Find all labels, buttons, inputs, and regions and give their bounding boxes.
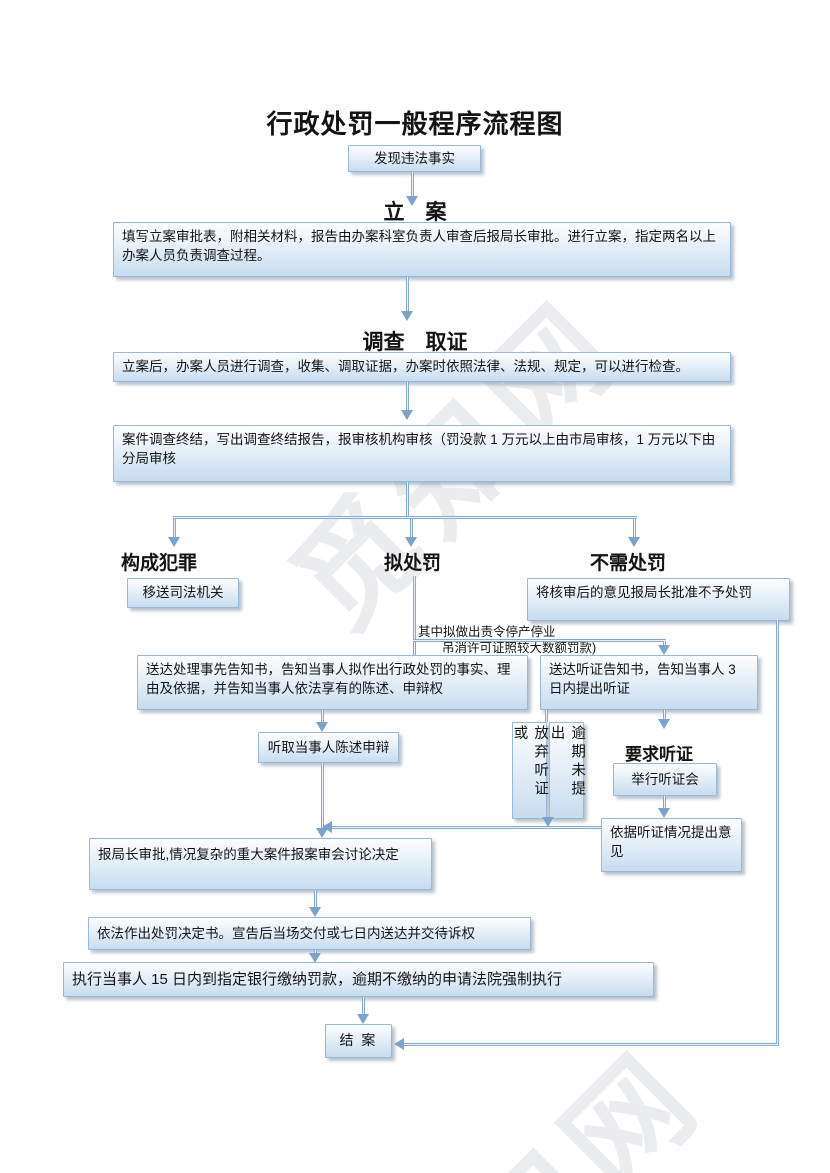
arrow-down-icon: [309, 907, 321, 917]
connector-line: [663, 710, 666, 720]
node-transfer-judicial: 移送司法机关: [127, 578, 239, 608]
node-no-penalty-approval: 将核审后的意见报局长批准不予处罚: [527, 578, 790, 621]
arrow-down-icon: [405, 537, 417, 547]
heading-investigate: 调查 取证: [362, 331, 468, 354]
node-hearing-opinion: 依据听证情况提出意见: [601, 818, 742, 872]
arrow-down-icon: [542, 817, 554, 827]
arrow-left-icon: [322, 821, 332, 833]
node-conclude: 案件调查终结，写出调查终结报告，报审核机构审核（罚没款 1 万元以上由市局审核，…: [113, 425, 731, 482]
arrow-down-icon: [316, 722, 328, 732]
arrow-down-icon: [357, 1014, 369, 1024]
arrow-down-icon: [168, 537, 180, 547]
arrow-down-icon: [658, 645, 670, 655]
connector-line: [413, 576, 416, 655]
connector-line: [314, 890, 317, 908]
node-hold-hearing: 举行听证会: [613, 763, 717, 796]
connector-line: [663, 641, 666, 647]
connector-line: [321, 710, 324, 724]
note-line2: 吊消许可证照较大数额罚款): [442, 641, 597, 655]
heading-proposed-penalty: 拟处罚: [384, 553, 442, 574]
connector-line: [332, 826, 601, 829]
connector-line: [411, 172, 414, 198]
heading-file-case: 立 案: [383, 201, 447, 224]
connector-line: [406, 382, 409, 412]
connector-line: [406, 482, 409, 518]
connector-line: [413, 639, 666, 642]
node-investigate: 立案后，办案人员进行调查，收集、调取证据，办案时依照法律、法规、规定，可以进行检…: [113, 352, 731, 382]
connector-line: [776, 620, 779, 1046]
node-director-approval: 报局长审批,情况复杂的重大案件报案审会讨论决定: [89, 838, 432, 890]
node-file-case: 填写立案审批表，附相关材料，报告由办案科室负责人审查后报局长审批。进行立案，指定…: [113, 222, 731, 277]
connector-line: [663, 796, 666, 810]
node-penalty-decision: 依法作出处罚决定书。宣告后当场交付或七日内送达并交待诉权: [88, 917, 531, 950]
node-close-case: 结 案: [325, 1024, 392, 1058]
note-line1: 其中拟做出责令停产停业: [418, 625, 556, 639]
page-title: 行政处罚一般程序流程图: [266, 109, 564, 139]
heading-constitutes-crime: 构成犯罪: [121, 553, 198, 574]
node-discover-facts: 发现违法事实: [348, 145, 481, 172]
arrow-down-icon: [628, 537, 640, 547]
arrow-down-icon: [401, 311, 413, 321]
connector-line: [362, 997, 365, 1015]
node-execute-fine: 执行当事人 15 日内到指定银行缴纳罚款，逾期不缴纳的申请法院强制执行: [63, 962, 654, 997]
arrow-down-icon: [316, 828, 328, 838]
node-advance-notice: 送达处理事先告知书，告知当事人拟作出行政处罚的事实、理由及依据，并告知当事人依法…: [137, 655, 528, 710]
arrow-down-icon: [406, 196, 418, 206]
connector-line: [406, 277, 409, 313]
connector-line: [633, 519, 636, 538]
arrow-down-icon: [401, 410, 413, 420]
connector-line: [173, 519, 176, 538]
node-hearing-notice: 送达听证告知书，告知当事人 3 日内提出听证: [540, 655, 758, 710]
node-listen-statement: 听取当事人陈述申辩: [258, 732, 399, 763]
node-overdue: 逾期未提出: [549, 722, 585, 819]
heading-no-penalty: 不需处罚: [590, 553, 667, 574]
connector-line: [545, 710, 548, 722]
arrow-down-icon: [309, 953, 321, 963]
arrow-left-icon: [394, 1038, 404, 1050]
connector-line: [404, 1043, 777, 1046]
connector-line: [173, 516, 637, 519]
connector-line: [314, 950, 317, 955]
connector-line: [410, 519, 413, 538]
node-giveup-hearing: 放弃听证或: [512, 722, 548, 819]
arrow-down-icon: [658, 808, 670, 818]
heading-require-hearing: 要求听证: [625, 745, 693, 764]
arrow-down-icon: [658, 719, 670, 729]
connector-line: [321, 763, 324, 829]
